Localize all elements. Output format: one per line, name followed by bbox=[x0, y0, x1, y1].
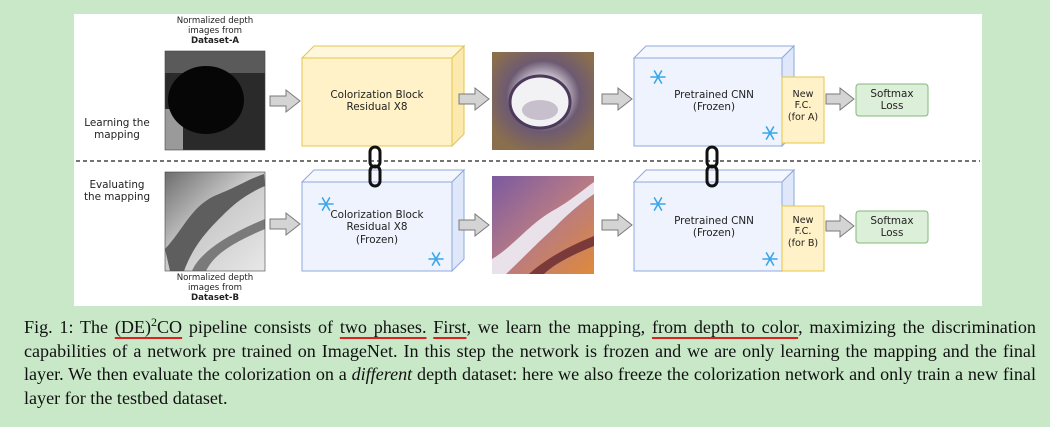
fc-top-line1: New bbox=[792, 89, 814, 100]
arrow bbox=[458, 86, 490, 112]
fc-bottom-line2: F.C. bbox=[794, 226, 812, 238]
softmax-box-bottom bbox=[855, 210, 929, 244]
depth-source-a-label: Normalized depth images from Dataset-A bbox=[160, 16, 270, 46]
fc-bottom-line1: New bbox=[792, 215, 814, 226]
colorization-bottom-label: Colorization Block Residual X8 (Frozen) bbox=[302, 209, 452, 246]
flow-arrows bbox=[269, 86, 855, 239]
fc-box-top bbox=[781, 76, 825, 144]
caption-first: First bbox=[433, 317, 467, 337]
snowflake-icon bbox=[428, 252, 444, 266]
caption-text-1: pipeline consists of bbox=[182, 317, 340, 337]
caption-text-4: , maximizing the discrimination capabili… bbox=[24, 317, 1036, 384]
caption-prefix: Fig. 1: The bbox=[24, 317, 115, 337]
cnn-top-label: Pretrained CNN (Frozen) bbox=[654, 89, 774, 114]
depth-source-b-line1: Normalized depth bbox=[176, 273, 254, 283]
caption-different: different bbox=[351, 364, 413, 384]
arrow bbox=[269, 88, 301, 114]
arrow bbox=[269, 211, 301, 237]
caption-method-b: CO bbox=[156, 317, 183, 337]
depth-image-b bbox=[164, 171, 266, 272]
pipeline-figure: Normalized depth images from Dataset-A N… bbox=[74, 14, 982, 306]
softmax-box-top bbox=[855, 83, 929, 117]
colorization-block-top bbox=[300, 44, 466, 148]
colorization-bottom-line2: Residual X8 bbox=[346, 221, 408, 234]
colorized-image-b bbox=[492, 176, 594, 274]
phase-evaluating-line2: the mapping bbox=[83, 191, 151, 204]
colorized-image-a bbox=[492, 52, 594, 150]
fc-top-line2: F.C. bbox=[794, 100, 812, 112]
pipeline-diagram bbox=[76, 44, 980, 274]
snowflake-icon bbox=[650, 197, 666, 211]
caption-text-3: , we learn the mapping, bbox=[466, 317, 652, 337]
cnn-top-line1: Pretrained CNN bbox=[674, 89, 754, 101]
cnn-bottom-line1: Pretrained CNN bbox=[674, 215, 754, 227]
colorization-top-line2: Residual X8 bbox=[346, 101, 408, 114]
pretrained-cnn-bottom bbox=[632, 168, 796, 273]
depth-source-b-label: Normalized depth images from Dataset-B bbox=[160, 273, 270, 303]
snowflake-icon bbox=[318, 197, 334, 211]
cnn-bottom-line2: (Frozen) bbox=[692, 227, 736, 240]
caption-depth-to-color: from depth to color bbox=[651, 317, 799, 337]
snowflake-icon bbox=[762, 252, 778, 266]
arrow bbox=[601, 212, 633, 238]
dataset-a-name: Dataset-A bbox=[190, 36, 240, 47]
depth-source-a-line1: Normalized depth bbox=[176, 16, 254, 26]
phase-learning-line2: mapping bbox=[94, 129, 140, 142]
softmax-bottom-line2: Loss bbox=[880, 227, 904, 240]
softmax-bottom-line1: Softmax bbox=[870, 215, 914, 227]
arrow bbox=[458, 212, 490, 238]
cnn-top-line2: (Frozen) bbox=[692, 101, 736, 114]
fc-top-label: New F.C. (for A) bbox=[782, 89, 824, 123]
depth-image-a bbox=[164, 50, 266, 151]
caption-method-a: (DE) bbox=[114, 317, 151, 337]
caption-two-phases: two phases. bbox=[339, 317, 427, 337]
colorization-top-label: Colorization Block Residual X8 bbox=[302, 89, 452, 114]
softmax-bottom-label: Softmax Loss bbox=[856, 215, 928, 240]
arrow bbox=[825, 213, 855, 239]
fc-bottom-label: New F.C. (for B) bbox=[782, 215, 824, 249]
arrow bbox=[825, 86, 855, 112]
colorization-bottom-line3: (Frozen) bbox=[355, 233, 399, 246]
snowflake-icon bbox=[650, 70, 666, 84]
phase-evaluating-label: Evaluating the mapping bbox=[76, 179, 158, 204]
depth-source-a-line2: images from bbox=[188, 26, 242, 37]
arrow bbox=[601, 86, 633, 112]
phase-learning-line1: Learning the bbox=[84, 117, 150, 129]
colorization-block-bottom bbox=[300, 168, 466, 273]
cnn-bottom-label: Pretrained CNN (Frozen) bbox=[654, 215, 774, 240]
caption-method-name: (DE)2CO bbox=[114, 314, 183, 337]
fc-bottom-line3: (for B) bbox=[787, 237, 819, 249]
softmax-top-line2: Loss bbox=[880, 100, 904, 113]
dataset-b-name: Dataset-B bbox=[190, 293, 239, 304]
softmax-top-label: Softmax Loss bbox=[856, 88, 928, 113]
chain-link-icon bbox=[705, 145, 719, 188]
fc-top-line3: (for A) bbox=[787, 111, 819, 123]
phase-evaluating-line1: Evaluating bbox=[89, 179, 145, 191]
figure-caption: Fig. 1: The (DE)2CO pipeline consists of… bbox=[24, 316, 1036, 410]
caption-text-5: depth dataset: here we also freeze the c… bbox=[24, 364, 1036, 408]
phase-learning-label: Learning the mapping bbox=[76, 117, 158, 142]
depth-source-b-line2: images from bbox=[188, 283, 242, 294]
colorization-top-line1: Colorization Block bbox=[330, 89, 424, 101]
caption-method-sup: 2 bbox=[150, 314, 157, 329]
fc-box-bottom bbox=[781, 205, 825, 272]
chain-link-icon bbox=[368, 145, 382, 188]
softmax-top-line1: Softmax bbox=[870, 88, 914, 100]
colorization-bottom-line1: Colorization Block bbox=[330, 209, 424, 221]
snowflake-icon bbox=[762, 126, 778, 140]
